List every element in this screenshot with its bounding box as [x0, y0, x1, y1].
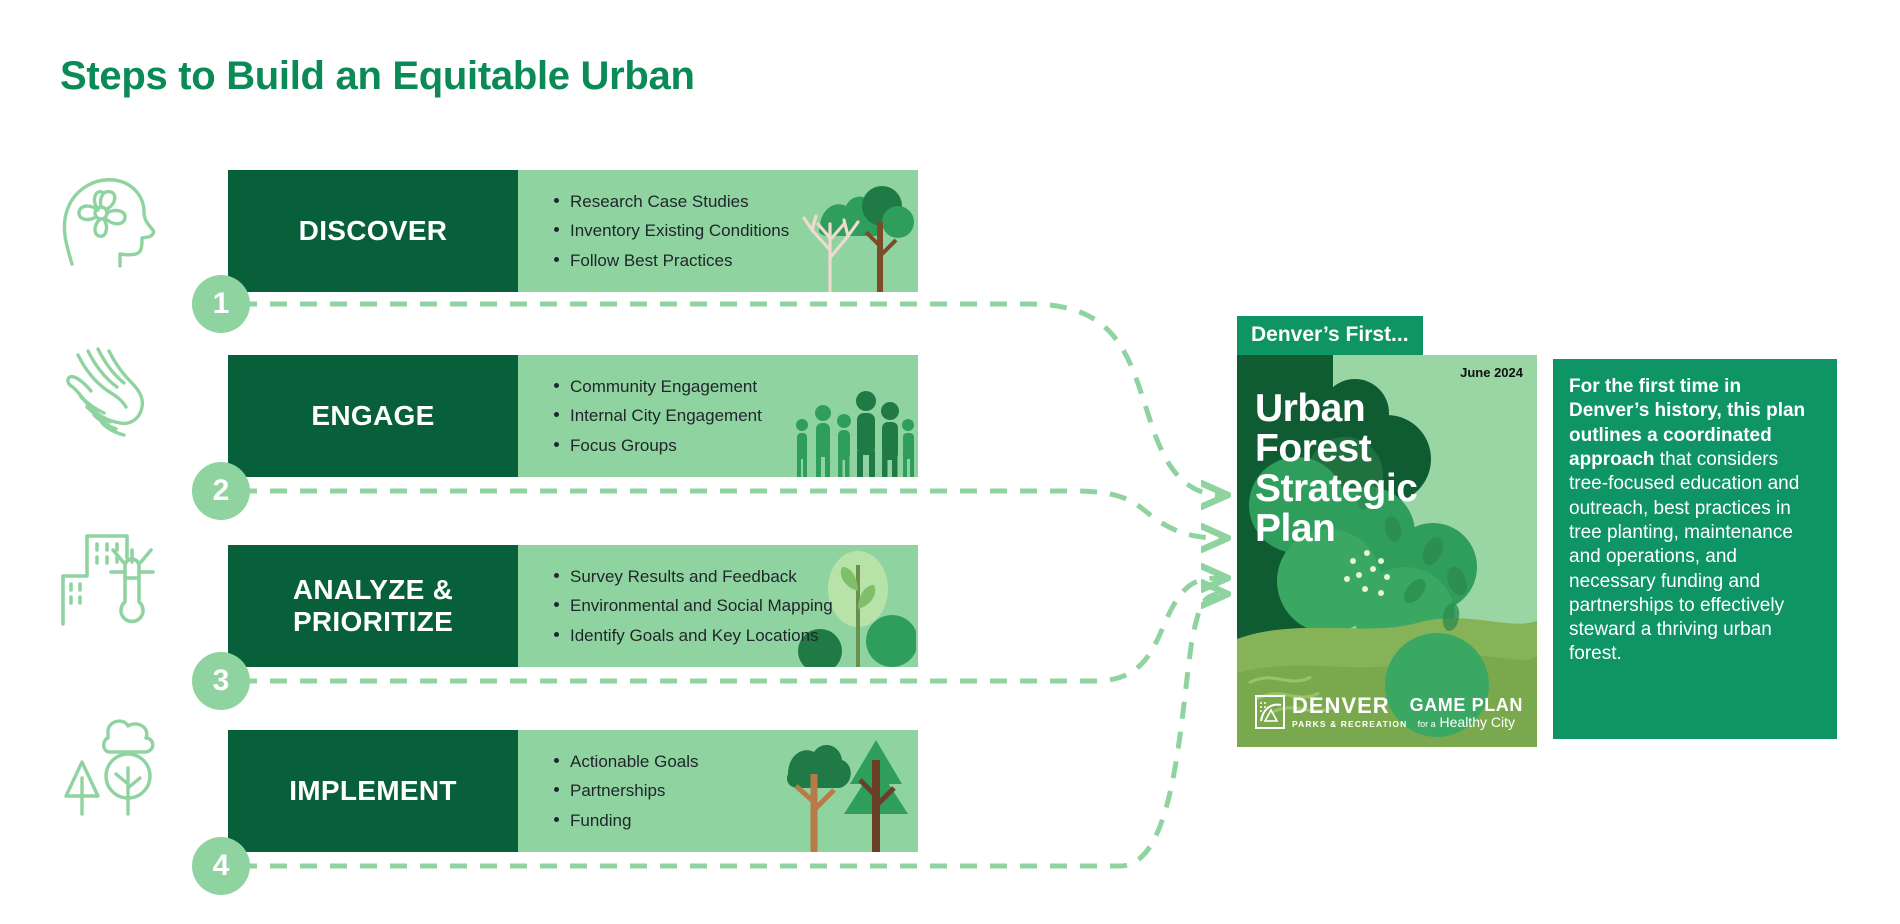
people-group-illustration	[768, 355, 918, 477]
denver-parks-recreation-logo: DENVER PARKS & RECREATION	[1255, 695, 1407, 729]
cover-title-line: Urban	[1255, 387, 1366, 430]
step-badge-3: 3	[192, 652, 250, 710]
step-label-4: IMPLEMENT	[228, 730, 518, 852]
step-bullet: Partnerships	[554, 776, 699, 805]
summary-lead-text: For the first time in Denver’s history, …	[1569, 376, 1806, 470]
step-bullet: Focus Groups	[554, 431, 762, 460]
step-badge-1: 1	[192, 275, 250, 333]
step-badge-2: 2	[192, 462, 250, 520]
step-bullet: Follow Best Practices	[554, 246, 789, 275]
trees-illustration	[768, 170, 918, 292]
cover-title-line: Plan	[1255, 507, 1336, 551]
step-bullet: Actionable Goals	[554, 747, 699, 776]
step-bullet: Environmental and Social Mapping	[554, 591, 833, 620]
step-bullet: Funding	[554, 806, 699, 835]
page-title: Steps to Build an Equitable Urban	[60, 54, 695, 98]
head-with-flower-icon	[56, 172, 164, 272]
step-bullet: Community Engagement	[554, 372, 762, 401]
game-plan-logo: GAME PLAN for a Healthy City	[1410, 696, 1523, 729]
denver-mountain-icon	[1255, 695, 1285, 729]
step-bullet: Survey Results and Feedback	[554, 562, 833, 591]
step-bullet: Research Case Studies	[554, 187, 789, 216]
gameplan-prefix: for a	[1417, 719, 1436, 729]
cover-title-line: Forest	[1255, 427, 1372, 471]
step-label-1: DISCOVER	[228, 170, 518, 292]
summary-copy-panel: For the first time in Denver’s history, …	[1553, 359, 1837, 739]
step-bullet: Identify Goals and Key Locations	[554, 621, 833, 650]
cover-logo-row: DENVER PARKS & RECREATION GAME PLAN for …	[1255, 695, 1523, 729]
cover-date: June 2024	[1460, 365, 1523, 380]
step-row-analyze-prioritize[interactable]: ANALYZE & PRIORITIZE Survey Results and …	[228, 545, 918, 667]
step-body-1: Research Case Studies Inventory Existing…	[518, 170, 918, 292]
denver-logo-line1: DENVER	[1292, 693, 1390, 718]
gameplan-line1: GAME PLAN	[1409, 695, 1523, 715]
helping-hands-icon	[60, 345, 165, 450]
step-label-3: ANALYZE & PRIORITIZE	[228, 545, 518, 667]
step-row-engage[interactable]: ENGAGE Community Engagement Internal Cit…	[228, 355, 918, 477]
step-bullet: Inventory Existing Conditions	[554, 216, 789, 245]
report-cover[interactable]: June 2024 Urban Forest Strategic Plan DE…	[1237, 355, 1537, 747]
step-body-2: Community Engagement Internal City Engag…	[518, 355, 918, 477]
step-row-implement[interactable]: IMPLEMENT Actionable Goals Partnerships …	[228, 730, 918, 852]
gameplan-line2: Healthy City	[1439, 714, 1515, 730]
city-thermometer-icon	[55, 528, 165, 636]
step-row-discover[interactable]: DISCOVER Research Case Studies Inventory…	[228, 170, 918, 292]
denver-logo-line2: PARKS & RECREATION	[1292, 719, 1408, 729]
cover-title-line: Strategic	[1255, 467, 1418, 511]
step-body-3: Survey Results and Feedback Environmenta…	[518, 545, 918, 667]
cover-tag-badge: Denver’s First...	[1237, 316, 1423, 356]
cover-title: Urban Forest Strategic Plan	[1255, 387, 1418, 551]
step-bullet: Internal City Engagement	[554, 401, 762, 430]
two-trees-illustration	[768, 730, 918, 852]
trees-and-cloud-icon	[58, 718, 168, 823]
summary-body-text: that considers tree-focused education an…	[1569, 448, 1800, 665]
cover-artwork	[1237, 355, 1537, 747]
step-badge-4: 4	[192, 837, 250, 895]
step-label-2: ENGAGE	[228, 355, 518, 477]
step-body-4: Actionable Goals Partnerships Funding	[518, 730, 918, 852]
